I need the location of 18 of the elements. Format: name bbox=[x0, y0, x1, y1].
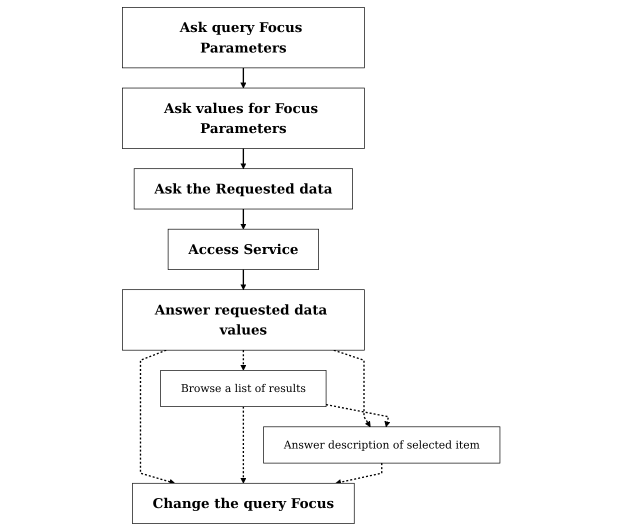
arrow bbox=[240, 350, 246, 371]
node-box: Ask query Focus Parameters bbox=[122, 7, 365, 68]
arrow bbox=[240, 406, 246, 484]
arrow bbox=[326, 404, 390, 428]
node-box: Ask the Requested data bbox=[134, 168, 353, 210]
arrow bbox=[240, 270, 246, 290]
node-box: Answer requested data values bbox=[122, 289, 365, 351]
arrow bbox=[240, 148, 246, 169]
node-box: Browse a list of results bbox=[160, 370, 326, 407]
arrow bbox=[140, 350, 175, 485]
arrow bbox=[240, 209, 246, 230]
node-box: Ask values for Focus Parameters bbox=[122, 88, 365, 149]
node-box: Access Service bbox=[168, 228, 319, 270]
arrow bbox=[240, 68, 246, 88]
node-box: Answer description of selected item bbox=[263, 426, 500, 464]
arrow bbox=[335, 463, 382, 486]
node-box: Change the query Focus bbox=[132, 482, 354, 524]
arrow bbox=[333, 350, 370, 428]
